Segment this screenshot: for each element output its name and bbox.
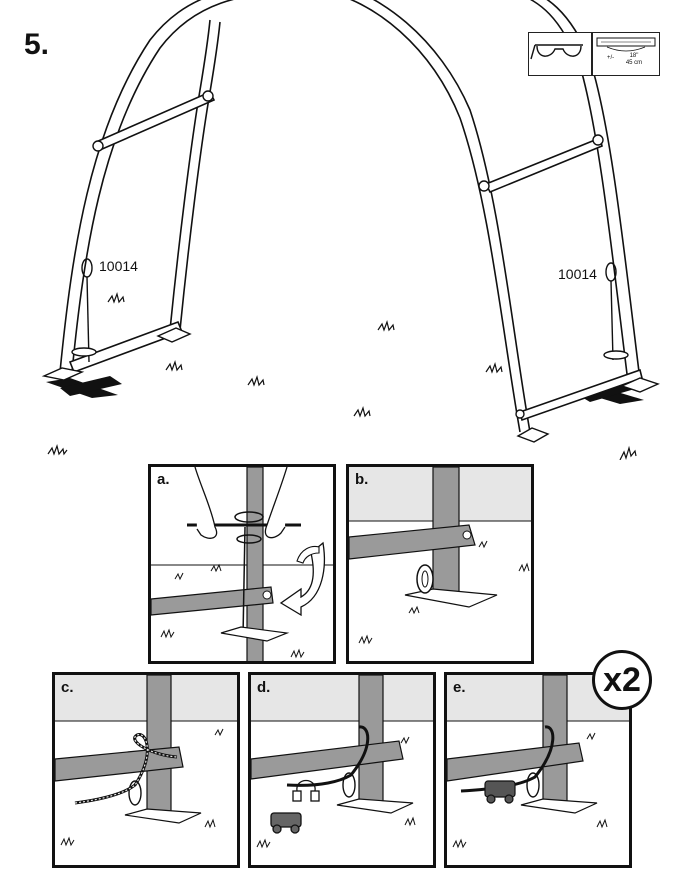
part-label-right: 10014 (558, 266, 597, 282)
x2-badge: x2 (592, 650, 652, 710)
measurement-cm: 45 cm (625, 60, 643, 66)
panel-a: a. (148, 464, 336, 664)
panel-e-label: e. (453, 679, 466, 696)
measurement-prefix: +/- (607, 55, 615, 61)
x-mark-icon (46, 376, 122, 398)
measuring-tape-icon (596, 37, 656, 52)
ground-anchor-left (71, 258, 97, 363)
tools-required-box: +/- 18" 45 cm (528, 32, 660, 76)
grass-tuft-icon (47, 291, 637, 460)
panel-d: d. (248, 672, 436, 868)
safety-glasses-icon (530, 44, 583, 60)
turn-arrow-icon (279, 541, 326, 617)
frame-illustration (41, 0, 660, 460)
ground-anchor-right (603, 262, 629, 361)
panel-c: c. (52, 672, 240, 868)
measurement-inches: 18" (629, 53, 639, 59)
panel-a-label: a. (157, 471, 170, 488)
panel-b: b. (346, 464, 534, 664)
panel-d-label: d. (257, 679, 271, 696)
part-label-left: 10014 (99, 258, 138, 274)
panel-c-label: c. (61, 679, 74, 696)
panel-e: e. (444, 672, 632, 868)
panel-b-label: b. (355, 471, 369, 488)
rotate-arrow-icon (234, 511, 264, 544)
step-number: 5. (24, 28, 50, 61)
